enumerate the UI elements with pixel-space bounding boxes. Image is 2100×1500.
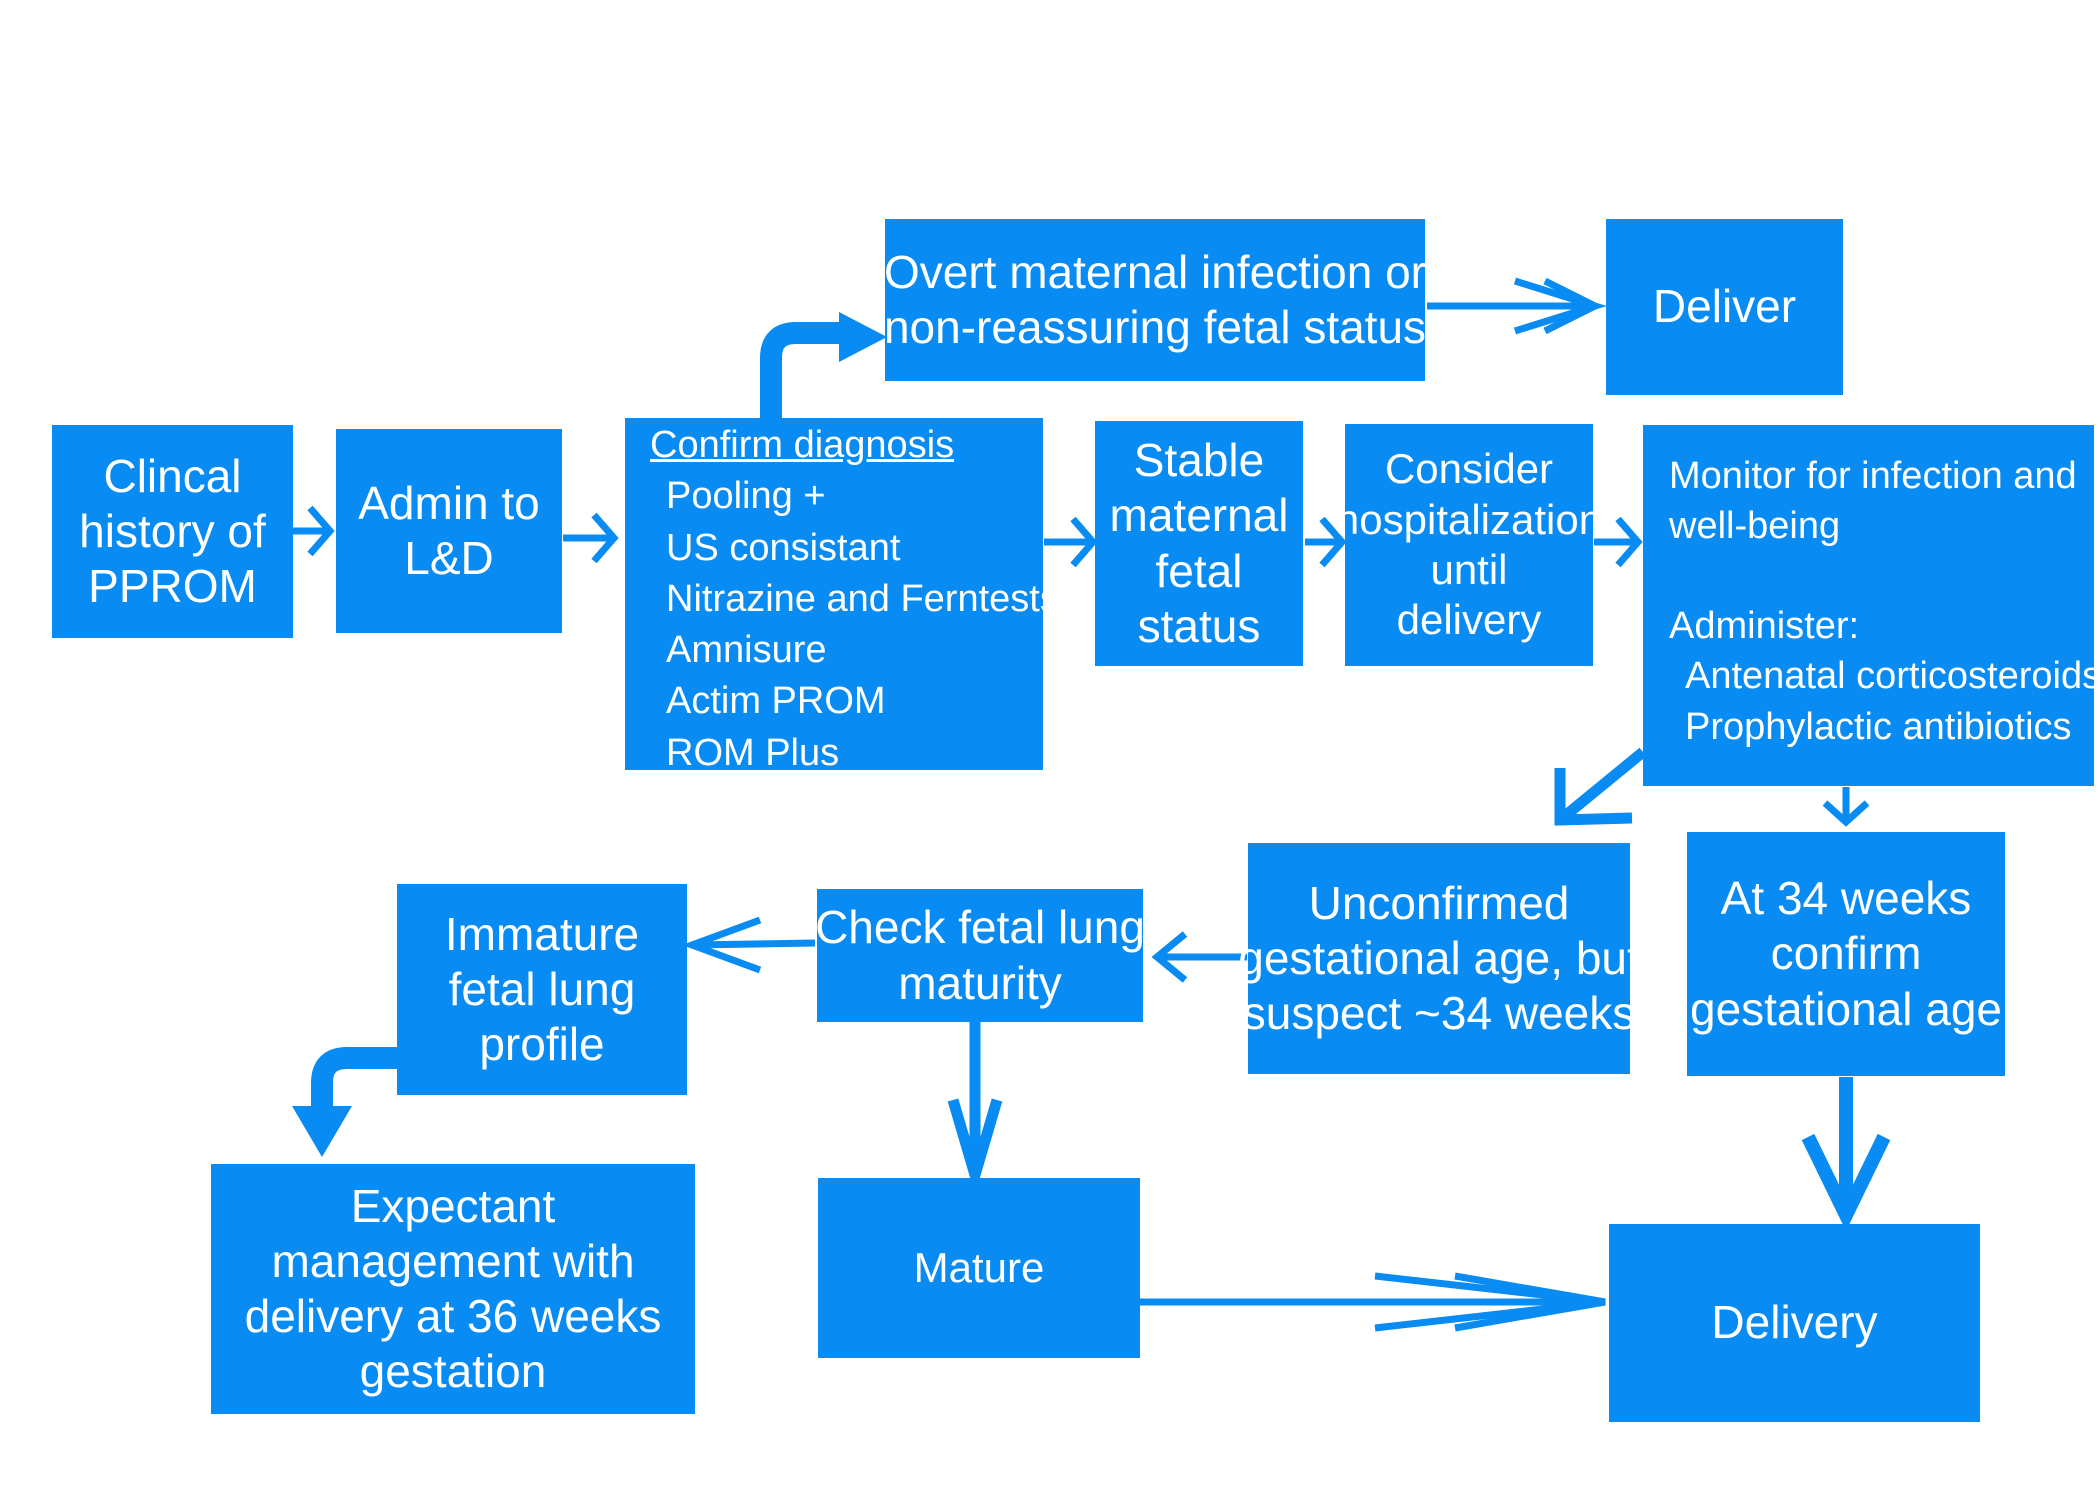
arrow-confirm-to-overt: [760, 322, 845, 418]
arrow-overt-to-deliver: [1427, 277, 1607, 335]
confirm-item: ROM Plus: [666, 731, 840, 774]
mature-box: Mature: [818, 1178, 1140, 1358]
at34-line-1: At 34 weeks: [1720, 872, 1972, 925]
immature-line-2: fetal lung: [448, 962, 636, 1015]
check-line-1: Check fetal lung: [815, 901, 1145, 954]
arrow-monitor-to-at34: [1822, 787, 1870, 827]
administer-item: Antenatal corticosteroids: [1685, 655, 2100, 698]
stable-line-2: maternal: [1109, 489, 1289, 542]
pprom-line-1: Clincal: [103, 449, 242, 502]
consider-line-1: Consider: [1384, 445, 1554, 493]
pprom-line-3: PPROM: [88, 560, 257, 613]
arrowhead-immature-to-expectant: [292, 1106, 352, 1157]
confirm-heading: Confirm diagnosis: [650, 424, 955, 466]
confirm-item: US consistant: [666, 526, 901, 569]
pprom-line-2: history of: [79, 504, 266, 557]
delivery-box: Delivery: [1609, 1224, 1980, 1422]
admin-box: Admin to L&D: [336, 429, 562, 633]
unconfirmed-age-box: Unconfirmed gestational age, but suspect…: [1238, 843, 1640, 1074]
immature-line-3: profile: [479, 1018, 605, 1071]
delivery-label: Delivery: [1711, 1296, 1878, 1349]
arrow-confirm-to-stable: [1044, 516, 1098, 568]
arrow-mature-to-delivery: [1138, 1272, 1606, 1332]
at-34-weeks-box: At 34 weeks confirm gestational age: [1687, 832, 2005, 1076]
monitor-line-2: well-being: [1669, 505, 1841, 548]
pprom-history-box: Clincal history of PPROM: [52, 425, 293, 638]
arrow-consider-to-monitor: [1594, 516, 1643, 568]
at34-line-2: confirm: [1770, 927, 1922, 980]
deliver-box: Deliver: [1606, 219, 1843, 395]
expectant-management-box: Expectant management with delivery at 36…: [211, 1164, 695, 1414]
arrow-admin-to-confirm: [563, 512, 619, 564]
confirm-item: Nitrazine and Ferntests: [666, 577, 1059, 620]
arrow-monitor-to-unconfirmed: [1554, 747, 1647, 826]
stable-line-4: status: [1137, 599, 1261, 652]
arrow-check-to-mature: [947, 1021, 1003, 1195]
administer-heading: Administer:: [1669, 605, 1860, 648]
arrow-immature-to-expectant: [311, 1047, 397, 1110]
unconfirmed-line-3: suspect ~34 weeks: [1242, 987, 1636, 1040]
expectant-line-3: delivery at 36 weeks: [244, 1290, 662, 1342]
overt-line-2: non-reassuring fetal status: [883, 301, 1427, 353]
deliver-label: Deliver: [1652, 280, 1797, 333]
arrowhead-confirm-to-overt: [839, 309, 887, 364]
check-lung-maturity-box: Check fetal lung maturity: [815, 889, 1145, 1022]
unconfirmed-line-2: gestational age, but: [1238, 931, 1640, 984]
consider-line-2: hospitalization: [1335, 495, 1603, 543]
expectant-line-2: management with: [271, 1234, 635, 1287]
at34-line-3: gestational age: [1689, 982, 2003, 1035]
arrow-pprom-to-admin: [293, 505, 335, 557]
immature-line-1: Immature: [444, 907, 640, 960]
overt-line-1: Overt maternal infection or: [884, 245, 1427, 298]
expectant-line-1: Expectant: [350, 1179, 556, 1232]
stable-line-1: Stable: [1133, 434, 1265, 487]
arrow-stable-to-consider: [1305, 516, 1347, 568]
confirm-diagnosis-box: Confirm diagnosis Pooling + US consistan…: [625, 418, 1059, 774]
monitor-line-1: Monitor for infection and: [1669, 455, 2077, 497]
monitor-box: Monitor for infection and well-being Adm…: [1643, 425, 2100, 786]
administer-item: Prophylactic antibiotics: [1685, 705, 2072, 748]
mature-label: Mature: [913, 1243, 1045, 1291]
admin-line-2: L&D: [404, 532, 494, 584]
stable-line-3: fetal: [1155, 544, 1243, 597]
confirm-item: Amnisure: [666, 629, 827, 672]
admin-line-1: Admin to: [358, 476, 540, 529]
confirm-item: Actim PROM: [666, 680, 886, 723]
overt-infection-box: Overt maternal infection or non-reassuri…: [883, 219, 1427, 381]
consider-line-4: delivery: [1396, 596, 1542, 644]
immature-profile-box: Immature fetal lung profile: [397, 884, 687, 1095]
arrow-check-to-immature: [681, 916, 816, 974]
consider-line-3: until: [1430, 546, 1508, 593]
consider-hospitalization-box: Consider hospitalization until delivery: [1336, 424, 1602, 666]
expectant-line-4: gestation: [359, 1345, 547, 1398]
unconfirmed-line-1: Unconfirmed: [1308, 876, 1570, 929]
stable-status-box: Stable maternal fetal status: [1095, 421, 1303, 666]
confirm-item: Pooling +: [666, 475, 826, 518]
arrow-at34-to-delivery: [1801, 1077, 1891, 1231]
arrow-unconfirmed-to-check: [1151, 931, 1247, 983]
check-line-2: maturity: [898, 956, 1062, 1009]
